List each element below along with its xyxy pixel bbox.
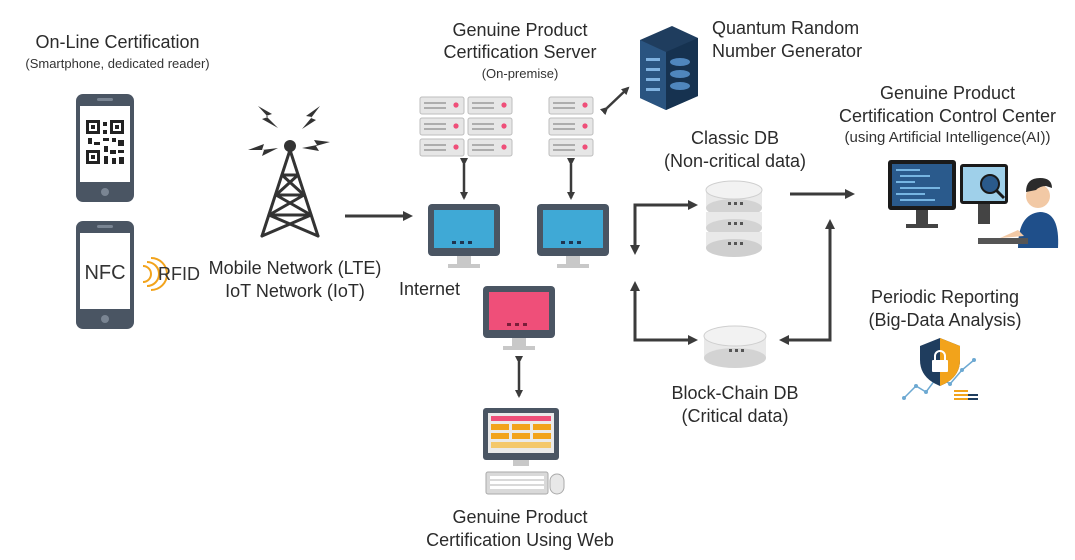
arrow-server-qrng [599,86,630,116]
arrow-blockchain-control [779,219,835,345]
smartphone-nfc-icon [76,221,134,329]
qrng-server-icon [640,26,698,110]
internet-label: Internet [399,279,461,299]
blockchain-db-line2: (Critical data) [681,406,789,426]
nfc-label: NFC [84,262,126,284]
smartphone-qr-icon [76,94,134,202]
desktop-pc-icon [483,408,565,495]
classic-db-line2: (Non-critical data) [663,151,807,171]
monitor-left-icon [428,204,500,268]
signal-bolt-icon [248,106,330,156]
control-center-workstation-icon [888,160,1059,248]
web-cert-line1: Genuine Product [452,507,588,527]
online-cert-title: On-Line Certification [35,32,200,52]
control-center-line1: Genuine Product [879,83,1016,103]
reporting-line1: Periodic Reporting [870,287,1020,307]
qrng-line1: Quantum Random [712,18,860,38]
server-rack-left-icon [419,96,513,157]
server-subtitle: (On-premise) [481,66,559,81]
iot-network-label: IoT Network (IoT) [225,281,365,301]
control-center-line2: Certification Control Center [838,106,1057,126]
classic-db-icon [705,180,763,257]
arrow-internet-db-bracket [630,200,698,345]
reporting-line2: (Big-Data Analysis) [868,310,1022,330]
control-center-line3: (using Artificial Intelligence(AI)) [844,129,1051,146]
rfid-label: RFID [158,264,200,284]
blockchain-db-line1: Block-Chain DB [671,383,799,403]
server-rack-right-icon [548,96,594,157]
web-cert-line2: Certification Using Web [426,530,614,550]
qrng-line2: Number Generator [712,41,863,61]
server-title-line2: Certification Server [443,42,597,62]
report-analysis-icon [900,338,978,404]
server-title-line1: Genuine Product [452,20,588,40]
mobile-network-label: Mobile Network (LTE) [208,258,382,278]
classic-db-line1: Classic DB [690,128,779,148]
monitor-right-icon [537,204,609,268]
antenna-top-icon [284,140,296,152]
blockchain-db-icon [703,325,767,368]
antenna-tower-icon [260,148,320,238]
rfid-waves-icon [142,257,168,291]
online-cert-subtitle: (Smartphone, dedicated reader) [25,56,210,71]
monitor-web-icon [483,286,555,350]
